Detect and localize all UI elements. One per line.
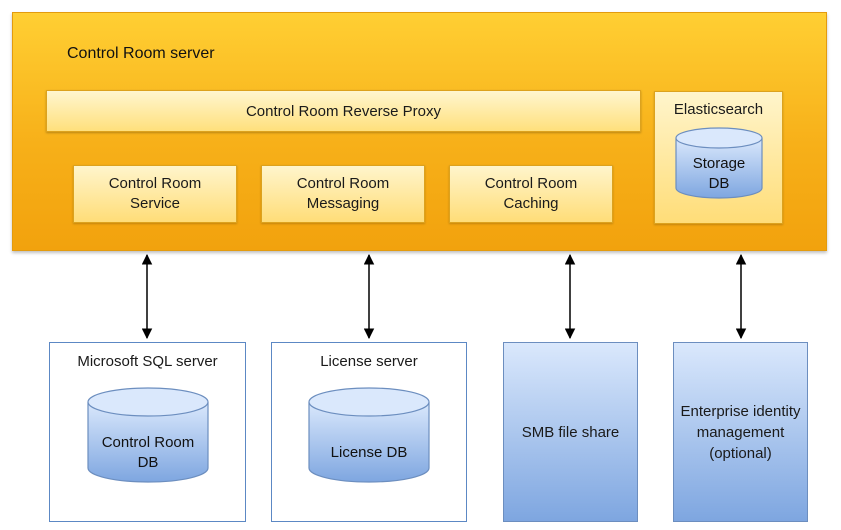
control-room-db-label: Control Room DB bbox=[101, 434, 195, 471]
control-room-server: Control Room server Control Room Reverse… bbox=[12, 12, 827, 251]
smb-file-share: SMB file share bbox=[503, 342, 638, 522]
reverse-proxy: Control Room Reverse Proxy bbox=[46, 90, 641, 132]
database-icon bbox=[675, 127, 763, 199]
license-server-box: License server License DB bbox=[271, 342, 467, 522]
identity-management: Enterprise identity management (optional… bbox=[673, 342, 808, 522]
control-room-db-cylinder: Control Room DB bbox=[87, 387, 209, 483]
database-icon bbox=[87, 387, 209, 483]
smb-label: SMB file share bbox=[521, 423, 620, 441]
caching-label: Control Room Caching bbox=[484, 175, 578, 212]
license-db-label: License DB bbox=[330, 444, 408, 461]
license-server-title: License server bbox=[320, 353, 418, 370]
reverse-proxy-label: Control Room Reverse Proxy bbox=[245, 102, 442, 120]
identity-label: Enterprise identity management (optional… bbox=[680, 402, 801, 462]
sql-server-box: Microsoft SQL server Control Room DB bbox=[49, 342, 246, 522]
service-label: Control Room Service bbox=[108, 175, 202, 212]
storage-db-label: Storage DB bbox=[692, 155, 746, 192]
storage-db-cylinder: Storage DB bbox=[675, 127, 763, 199]
elasticsearch-box: Elasticsearch Storage DB bbox=[654, 91, 783, 224]
license-db-cylinder: License DB bbox=[308, 387, 430, 483]
control-room-service: Control Room Service bbox=[73, 165, 237, 223]
messaging-label: Control Room Messaging bbox=[296, 175, 390, 212]
control-room-caching: Control Room Caching bbox=[449, 165, 613, 223]
control-room-messaging: Control Room Messaging bbox=[261, 165, 425, 223]
elasticsearch-title: Elasticsearch bbox=[673, 101, 764, 118]
server-title: Control Room server bbox=[67, 45, 215, 62]
sql-server-title: Microsoft SQL server bbox=[77, 353, 218, 370]
database-icon bbox=[308, 387, 430, 483]
